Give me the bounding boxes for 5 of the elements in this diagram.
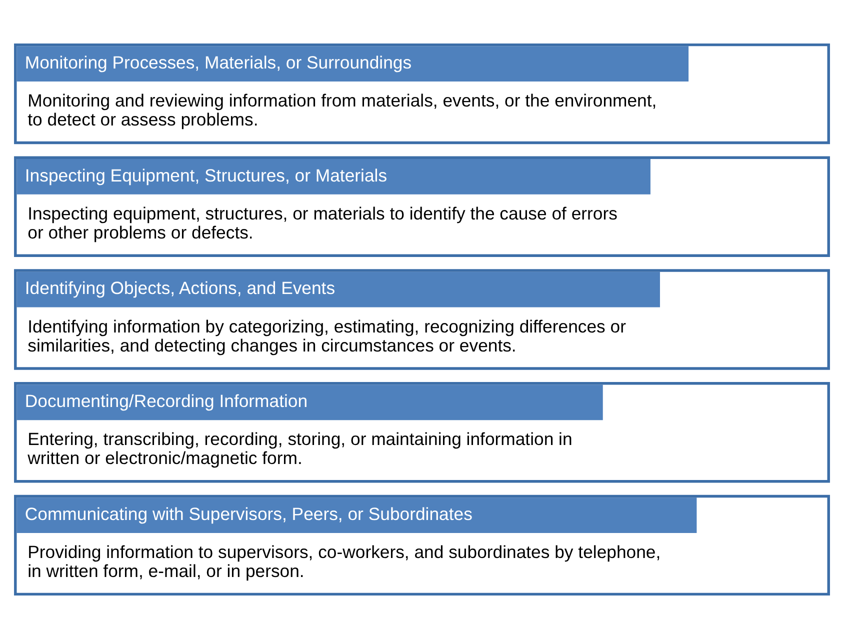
node-box: Communicating with Supervisors, Peers, or Subordinates Providing information to supervisors, co-workers, and subordinates by telephone, in written form, e-mail, or in person.	[14, 494, 830, 596]
node-box: Monitoring Processes, Materials, or Surroundings Monitoring and reviewing information from materials, events, or the environment, to detect or assess problems.	[14, 43, 830, 144]
node-box: Inspecting Equipment, Structures, or Materials Inspecting equipment, structures, or materials to identify the cause of errors or other problems or defects.	[14, 156, 830, 257]
node-box: Documenting/Recording Information Entering, transcribing, recording, storing, or maintaining information in written or electronic/magnetic form.	[14, 382, 830, 483]
node-box: Identifying Objects, Actions, and Events Identifying information by categorizing, estimating, recognizing differences or similarities, and detecting changes in circumstances or events.	[14, 269, 830, 370]
